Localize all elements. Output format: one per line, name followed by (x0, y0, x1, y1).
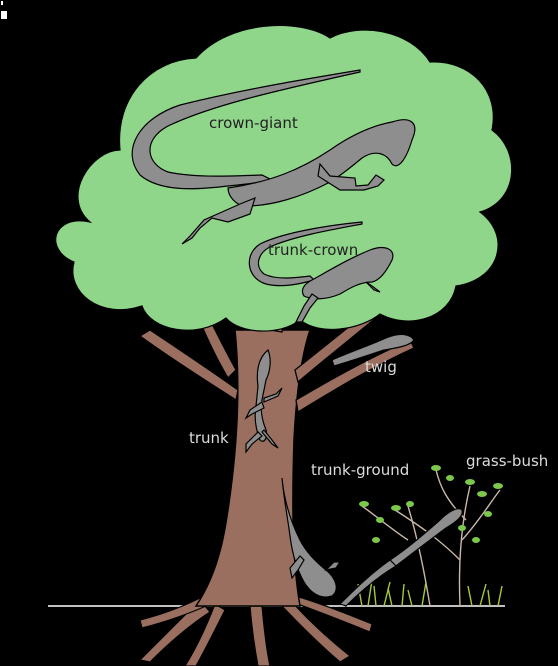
label-trunk: trunk (189, 429, 229, 447)
label-crown-giant: crown-giant (209, 114, 298, 132)
grass-bush-lizard (340, 509, 462, 606)
label-trunk-crown: trunk-crown (268, 241, 358, 259)
label-grass-bush: grass-bush (466, 452, 548, 470)
label-twig: twig (365, 358, 397, 376)
label-trunk-ground: trunk-ground (311, 461, 409, 479)
